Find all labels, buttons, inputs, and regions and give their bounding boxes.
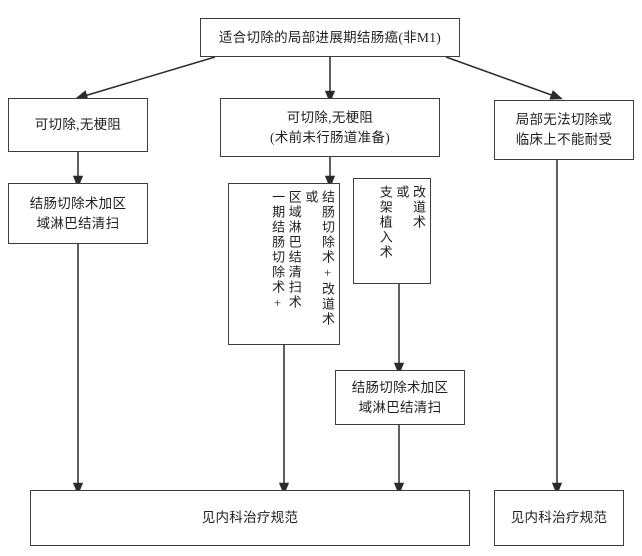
node-outcome-right-line-1: 见内科治疗规范 (510, 510, 608, 526)
node-branch-mid[interactable]: 可切除,无梗阻 (术前未行肠道准备) (220, 98, 440, 157)
node-mid-option-b-col-2: 或 (394, 185, 410, 200)
node-mid-option-b-col-1: 改道术 (411, 185, 426, 230)
node-mid-option-b[interactable]: 改道术 或 支架植入术 (353, 178, 431, 284)
node-branch-right-line-1: 局部无法切除或 (515, 112, 613, 128)
node-branch-left[interactable]: 可切除,无梗阻 (8, 98, 148, 152)
edge-root-to-branch-left (74, 56, 216, 101)
node-mid-resection-line-2: 域淋巴结清扫 (358, 399, 442, 415)
node-mid-resection-line-1: 结肠切除术加区 (351, 379, 449, 395)
node-branch-mid-line-2: (术前未行肠道准备) (270, 129, 390, 145)
node-mid-option-a-col-2: 或 (303, 190, 319, 205)
node-outcome-main-line-1: 见内科治疗规范 (201, 510, 299, 526)
node-root-line-1: 适合切除的局部进展期结肠癌(非M1) (218, 29, 442, 45)
node-branch-left-line-1: 可切除,无梗阻 (34, 117, 122, 133)
edge-root-to-branch-right (445, 56, 563, 100)
node-outcome-main[interactable]: 见内科治疗规范 (30, 490, 470, 546)
node-outcome-right[interactable]: 见内科治疗规范 (494, 490, 624, 546)
node-mid-option-a-col-3: 区域淋巴结清扫术 (286, 190, 302, 310)
node-root[interactable]: 适合切除的局部进展期结肠癌(非M1) (200, 18, 460, 57)
node-left-resection[interactable]: 结肠切除术加区 域淋巴结清扫 (8, 183, 148, 244)
node-left-resection-line-2: 域淋巴结清扫 (36, 215, 120, 231)
node-branch-right-line-2: 临床上不能耐受 (515, 132, 613, 147)
node-branch-right[interactable]: 局部无法切除或 临床上不能耐受 (494, 100, 634, 160)
node-mid-option-b-col-3: 支架植入术 (377, 185, 393, 260)
node-mid-option-a-col-4: 一期结肠切除术+ (270, 190, 286, 312)
node-mid-resection[interactable]: 结肠切除术加区 域淋巴结清扫 (335, 370, 465, 425)
node-mid-option-a[interactable]: 结肠切除术+改道术 或 区域淋巴结清扫术 一期结肠切除术+ (228, 183, 340, 345)
node-branch-mid-line-1: 可切除,无梗阻 (286, 109, 374, 125)
node-left-resection-line-1: 结肠切除术加区 (29, 195, 127, 211)
node-mid-option-a-col-1: 结肠切除术+改道术 (320, 190, 335, 327)
